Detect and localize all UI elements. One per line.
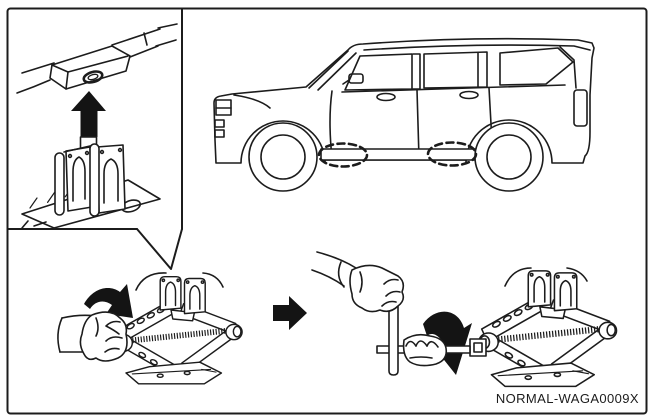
step2-crank-jack xyxy=(311,251,617,386)
front-window xyxy=(344,53,413,91)
underbody-mark xyxy=(504,267,532,287)
rear-pillar-trim xyxy=(573,89,588,127)
hand xyxy=(311,251,405,313)
underbody-mark xyxy=(135,272,167,291)
quarter-window xyxy=(499,47,574,86)
rear-wheel xyxy=(474,122,544,192)
jack-point-closeup xyxy=(16,23,178,229)
scissor-jack xyxy=(479,271,617,386)
figure-frame xyxy=(6,7,648,415)
up-arrow-icon xyxy=(71,91,106,137)
jack-head-closeup xyxy=(21,136,161,229)
step1-extend-jack xyxy=(57,272,242,384)
grille xyxy=(214,119,225,128)
hand xyxy=(402,333,448,367)
rotate-arrow-icon xyxy=(84,284,133,318)
rear-window xyxy=(423,51,488,89)
sill-jack-point xyxy=(49,45,131,90)
figure-caption: NORMAL-WAGA0009X xyxy=(495,391,639,406)
front-jack-point-marker xyxy=(317,142,369,168)
door-handle xyxy=(376,92,396,102)
jack-hole xyxy=(82,70,104,84)
vehicle-body-outline xyxy=(213,37,595,164)
rotate-arrow-icon xyxy=(423,311,472,375)
suv-side-view xyxy=(213,37,595,192)
callout-tail xyxy=(136,228,183,270)
scissor-jack xyxy=(114,277,242,384)
hand xyxy=(57,311,128,362)
next-step-arrow-icon xyxy=(273,296,307,330)
front-wheel xyxy=(248,122,318,192)
sill-line xyxy=(16,79,51,94)
rear-jack-point-marker xyxy=(426,141,478,167)
b-pillar xyxy=(412,53,421,90)
door-handle xyxy=(459,90,479,100)
sill-step xyxy=(320,148,478,161)
side-mirror xyxy=(348,73,364,84)
inset-panel-border xyxy=(7,8,183,270)
